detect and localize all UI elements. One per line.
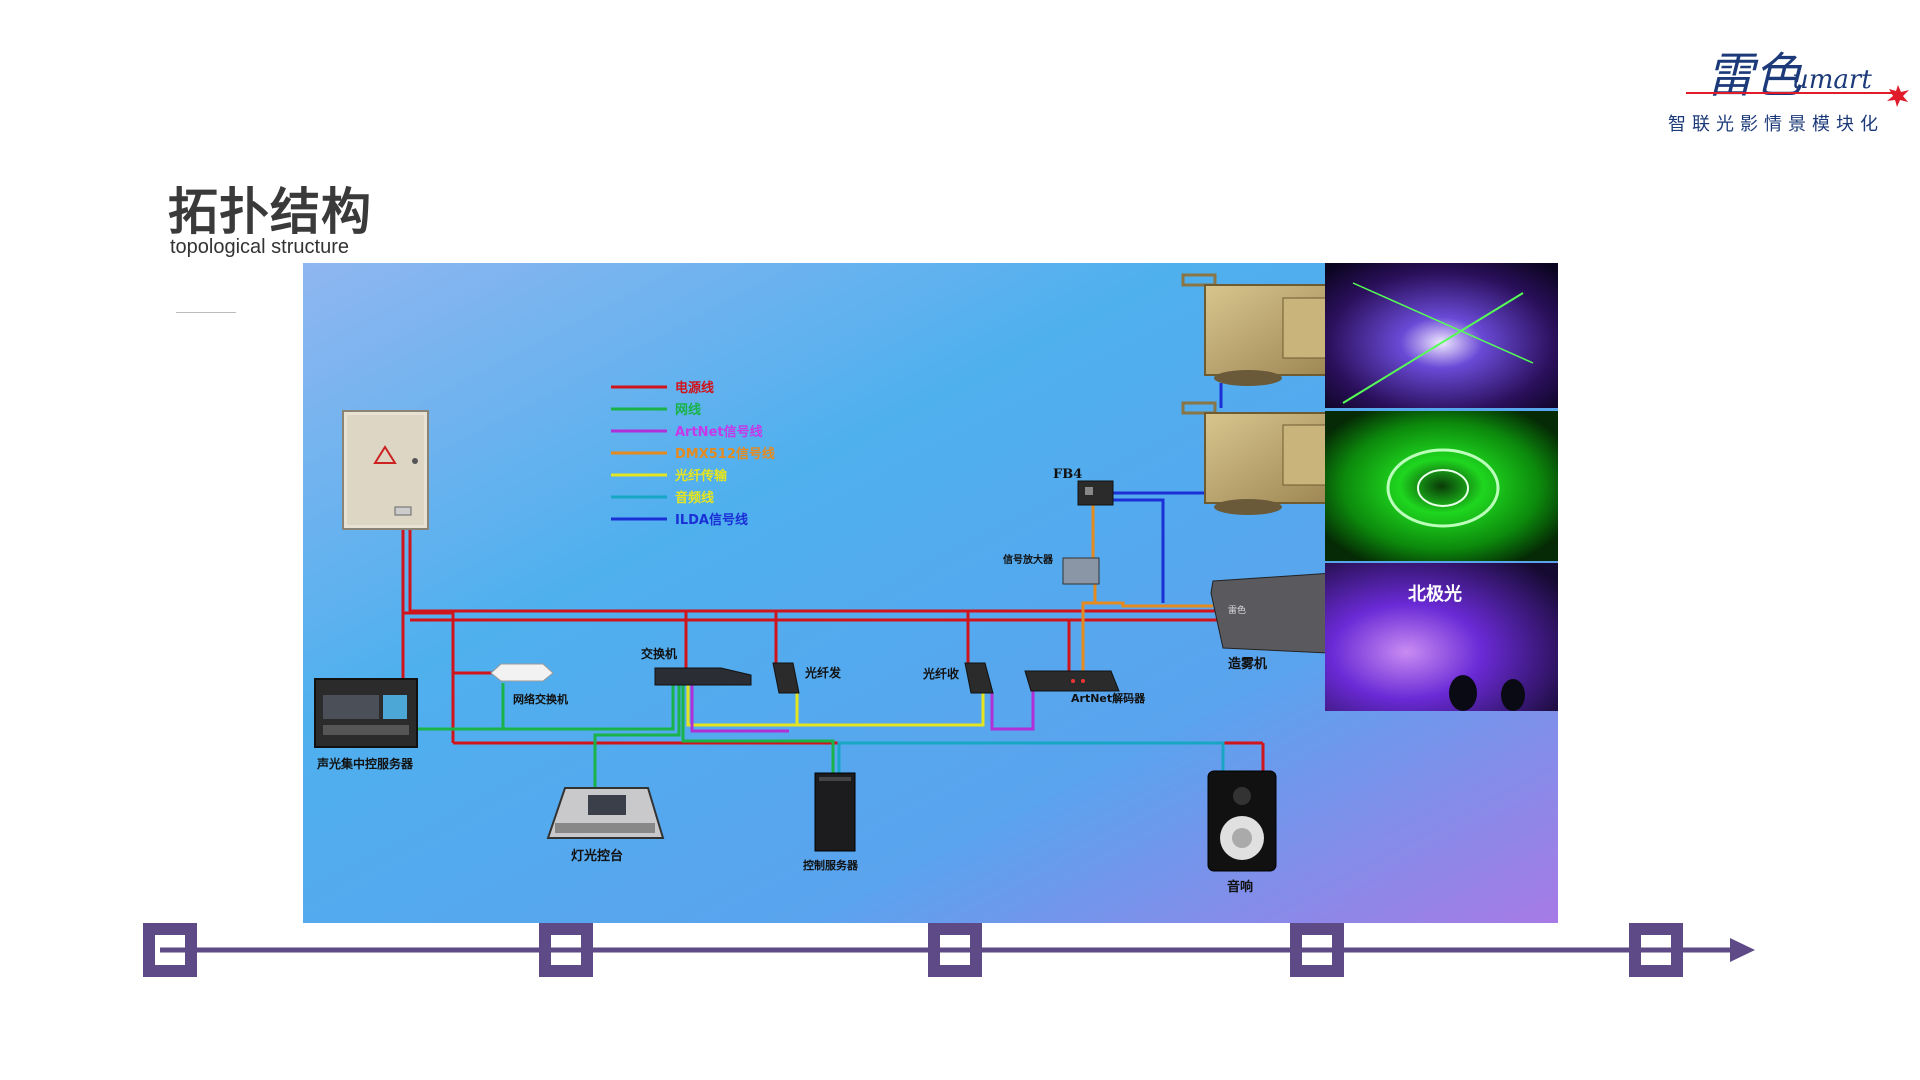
control-server-tower: 控制服务器 (803, 772, 859, 872)
legend-item-power: 电源线 (611, 380, 714, 396)
av-control-server: 声光集中控服务器 (314, 678, 418, 771)
topology-diagram: 电源线 网线 ArtNet信号线 DMX512信号线 光纤传输 音频线 (303, 263, 1558, 923)
legend: 电源线 网线 ArtNet信号线 DMX512信号线 光纤传输 音频线 (611, 380, 775, 528)
legend-item-network: 网线 (611, 402, 701, 418)
laser-projector-top (1181, 273, 1346, 386)
brand-logo: 雷色 umart 智联光影情景模块化 (1660, 30, 1920, 145)
network-switch-small: 网络交换机 (490, 663, 568, 706)
fiber-receiver: 光纤收 (922, 662, 994, 694)
aurora-label: 北极光 (1408, 583, 1462, 605)
effect-photo-aurora: 北极光 (1325, 563, 1558, 711)
legend-label: DMX512信号线 (675, 446, 775, 462)
light-console: 灯光控台 (546, 787, 665, 864)
control-server-label: 控制服务器 (803, 858, 859, 872)
legend-item-artnet: ArtNet信号线 (611, 424, 763, 440)
timeline-node-2 (539, 923, 593, 977)
legend-label: 网线 (675, 402, 701, 418)
timeline (140, 920, 1760, 980)
legend-label: 电源线 (675, 380, 714, 396)
legend-item-audio: 音频线 (611, 490, 714, 506)
legend-item-fiber: 光纤传输 (611, 468, 728, 484)
legend-item-ilda: ILDA信号线 (611, 512, 748, 528)
speaker-label: 音响 (1227, 879, 1253, 895)
fiber-rx-label: 光纤收 (922, 666, 959, 681)
page-subtitle: topological structure (170, 236, 349, 258)
artnet-decoder-label: ArtNet解码器 (1071, 691, 1146, 705)
legend-item-dmx: DMX512信号线 (611, 446, 775, 462)
legend-label: ILDA信号线 (675, 512, 748, 528)
amplifier-label: 信号放大器 (1003, 553, 1054, 566)
legend-label: 音频线 (675, 490, 714, 506)
logo-star-icon (1887, 85, 1909, 107)
timeline-arrow-icon (1730, 938, 1755, 962)
legend-label: ArtNet信号线 (675, 424, 763, 440)
main-switch: 交换机 (641, 646, 752, 686)
network-switch-label: 网络交换机 (513, 692, 568, 706)
power-cabinet (342, 410, 429, 530)
logo-script-text: 雷色 (1706, 48, 1803, 104)
effect-photo-laser-tunnel (1325, 263, 1558, 408)
timeline-node-5 (1629, 923, 1683, 977)
artnet-decoder: ArtNet解码器 (1024, 670, 1146, 705)
fiber-transmitter: 光纤发 (772, 662, 842, 694)
laser-projector-bottom (1181, 401, 1346, 515)
timeline-node-3 (928, 923, 982, 977)
effect-photo-green-tunnel (1325, 411, 1558, 561)
title-divider (176, 312, 236, 313)
server-label: 声光集中控服务器 (316, 756, 414, 771)
fog-label: 造雾机 (1228, 656, 1267, 672)
switch-label: 交换机 (641, 646, 677, 661)
fb4-label: FB4 (1053, 467, 1082, 482)
hazard-icon (373, 445, 397, 464)
logo-latin-text: umart (1792, 65, 1872, 95)
console-label: 灯光控台 (571, 848, 623, 864)
svg-text:雷色: 雷色 (1228, 604, 1246, 616)
signal-amplifier: 信号放大器 (1003, 553, 1100, 585)
fiber-tx-label: 光纤发 (804, 665, 842, 680)
page-title: 拓扑结构 (168, 183, 372, 241)
legend-label: 光纤传输 (674, 468, 728, 484)
cables (401, 383, 1265, 788)
speaker: 音响 (1207, 770, 1277, 895)
timeline-node-1 (143, 923, 197, 977)
logo-slogan: 智联光影情景模块化 (1668, 114, 1884, 135)
timeline-node-4 (1290, 923, 1344, 977)
fb4-controller: FB4 (1053, 467, 1114, 506)
